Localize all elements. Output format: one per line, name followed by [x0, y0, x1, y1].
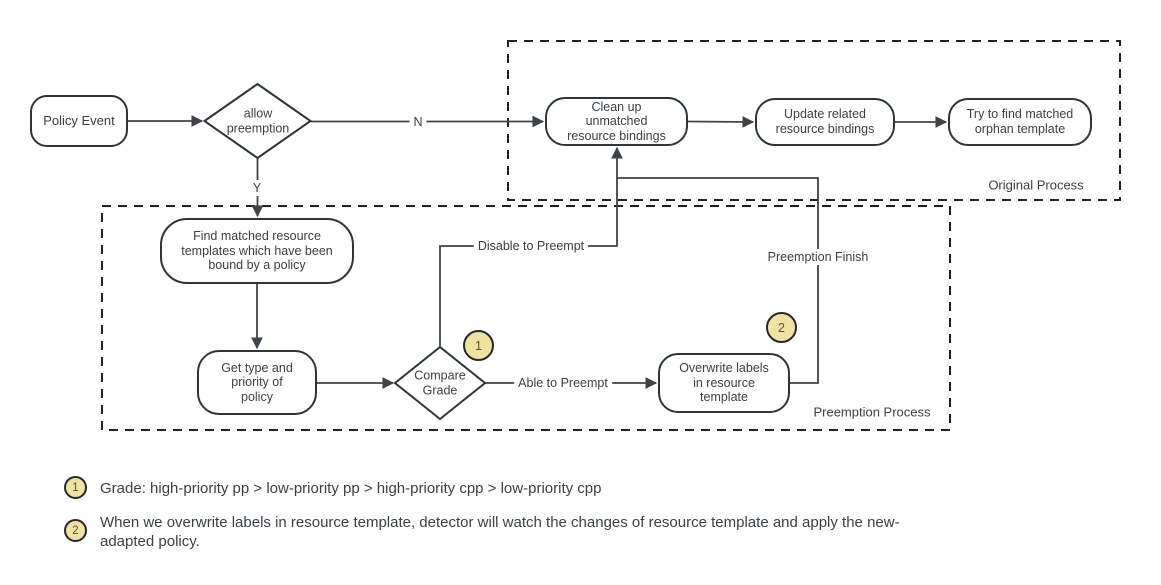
allow-preemption-diamond [202, 82, 313, 160]
update-related-node: Update related resource bindings [755, 98, 895, 146]
note-1-text: Grade: high-priority pp > low-priority p… [100, 480, 602, 497]
find-matched-templates-node: Find matched resource templates which ha… [160, 218, 354, 284]
try-find-orphan-node: Try to find matched orphan template [948, 98, 1092, 146]
update-related-label: Update related resource bindings [775, 107, 875, 136]
preemption-process-region-label: Preemption Process [813, 404, 931, 420]
note-2-number: 2 [72, 524, 79, 537]
policy-event-label: Policy Event [43, 113, 115, 129]
edge-label-no: N [409, 114, 427, 130]
compare-grade-diamond [393, 345, 487, 421]
note-1-number: 1 [72, 481, 79, 494]
original-process-region-label: Original Process [988, 177, 1084, 193]
edge-label-yes: Y [248, 180, 266, 196]
badge-1-number: 1 [475, 338, 482, 353]
overwrite-labels-label: Overwrite labels in resource template [679, 361, 769, 405]
find-matched-templates-label: Find matched resource templates which ha… [181, 229, 333, 273]
edge-label-preemption-finish: Preemption Finish [763, 249, 873, 265]
overwrite-labels-node: Overwrite labels in resource template [658, 353, 790, 413]
compare-grade-label: Compare Grade [414, 368, 466, 397]
note-2-text: When we overwrite labels in resource tem… [100, 514, 900, 550]
original-process-region-box [507, 40, 1121, 201]
edge-preemption-finish [617, 177, 819, 384]
edge-cleanup-to-update [687, 116, 755, 128]
note-1-badge: 1 [64, 476, 87, 499]
get-type-priority-label: Get type and priority of policy [221, 360, 293, 404]
clean-up-unmatched-node: Clean up unmatched resource bindings [545, 97, 688, 146]
badge-1: 1 [463, 330, 494, 361]
badge-2: 2 [766, 312, 797, 343]
edge-label-disable-to-preempt: Disable to Preempt [473, 238, 589, 254]
try-find-orphan-label: Try to find matched orphan template [966, 107, 1074, 136]
policy-event-node: Policy Event [30, 95, 128, 147]
get-type-priority-node: Get type and priority of policy [197, 350, 317, 415]
allow-preemption-label: allow preemption [226, 106, 290, 135]
clean-up-unmatched-label: Clean up unmatched resource bindings [567, 99, 666, 143]
preemption-process-region-box [101, 205, 951, 431]
edge-label-able-to-preempt: Able to Preempt [514, 375, 612, 391]
note-2-badge: 2 [64, 519, 87, 542]
badge-2-number: 2 [778, 320, 785, 335]
